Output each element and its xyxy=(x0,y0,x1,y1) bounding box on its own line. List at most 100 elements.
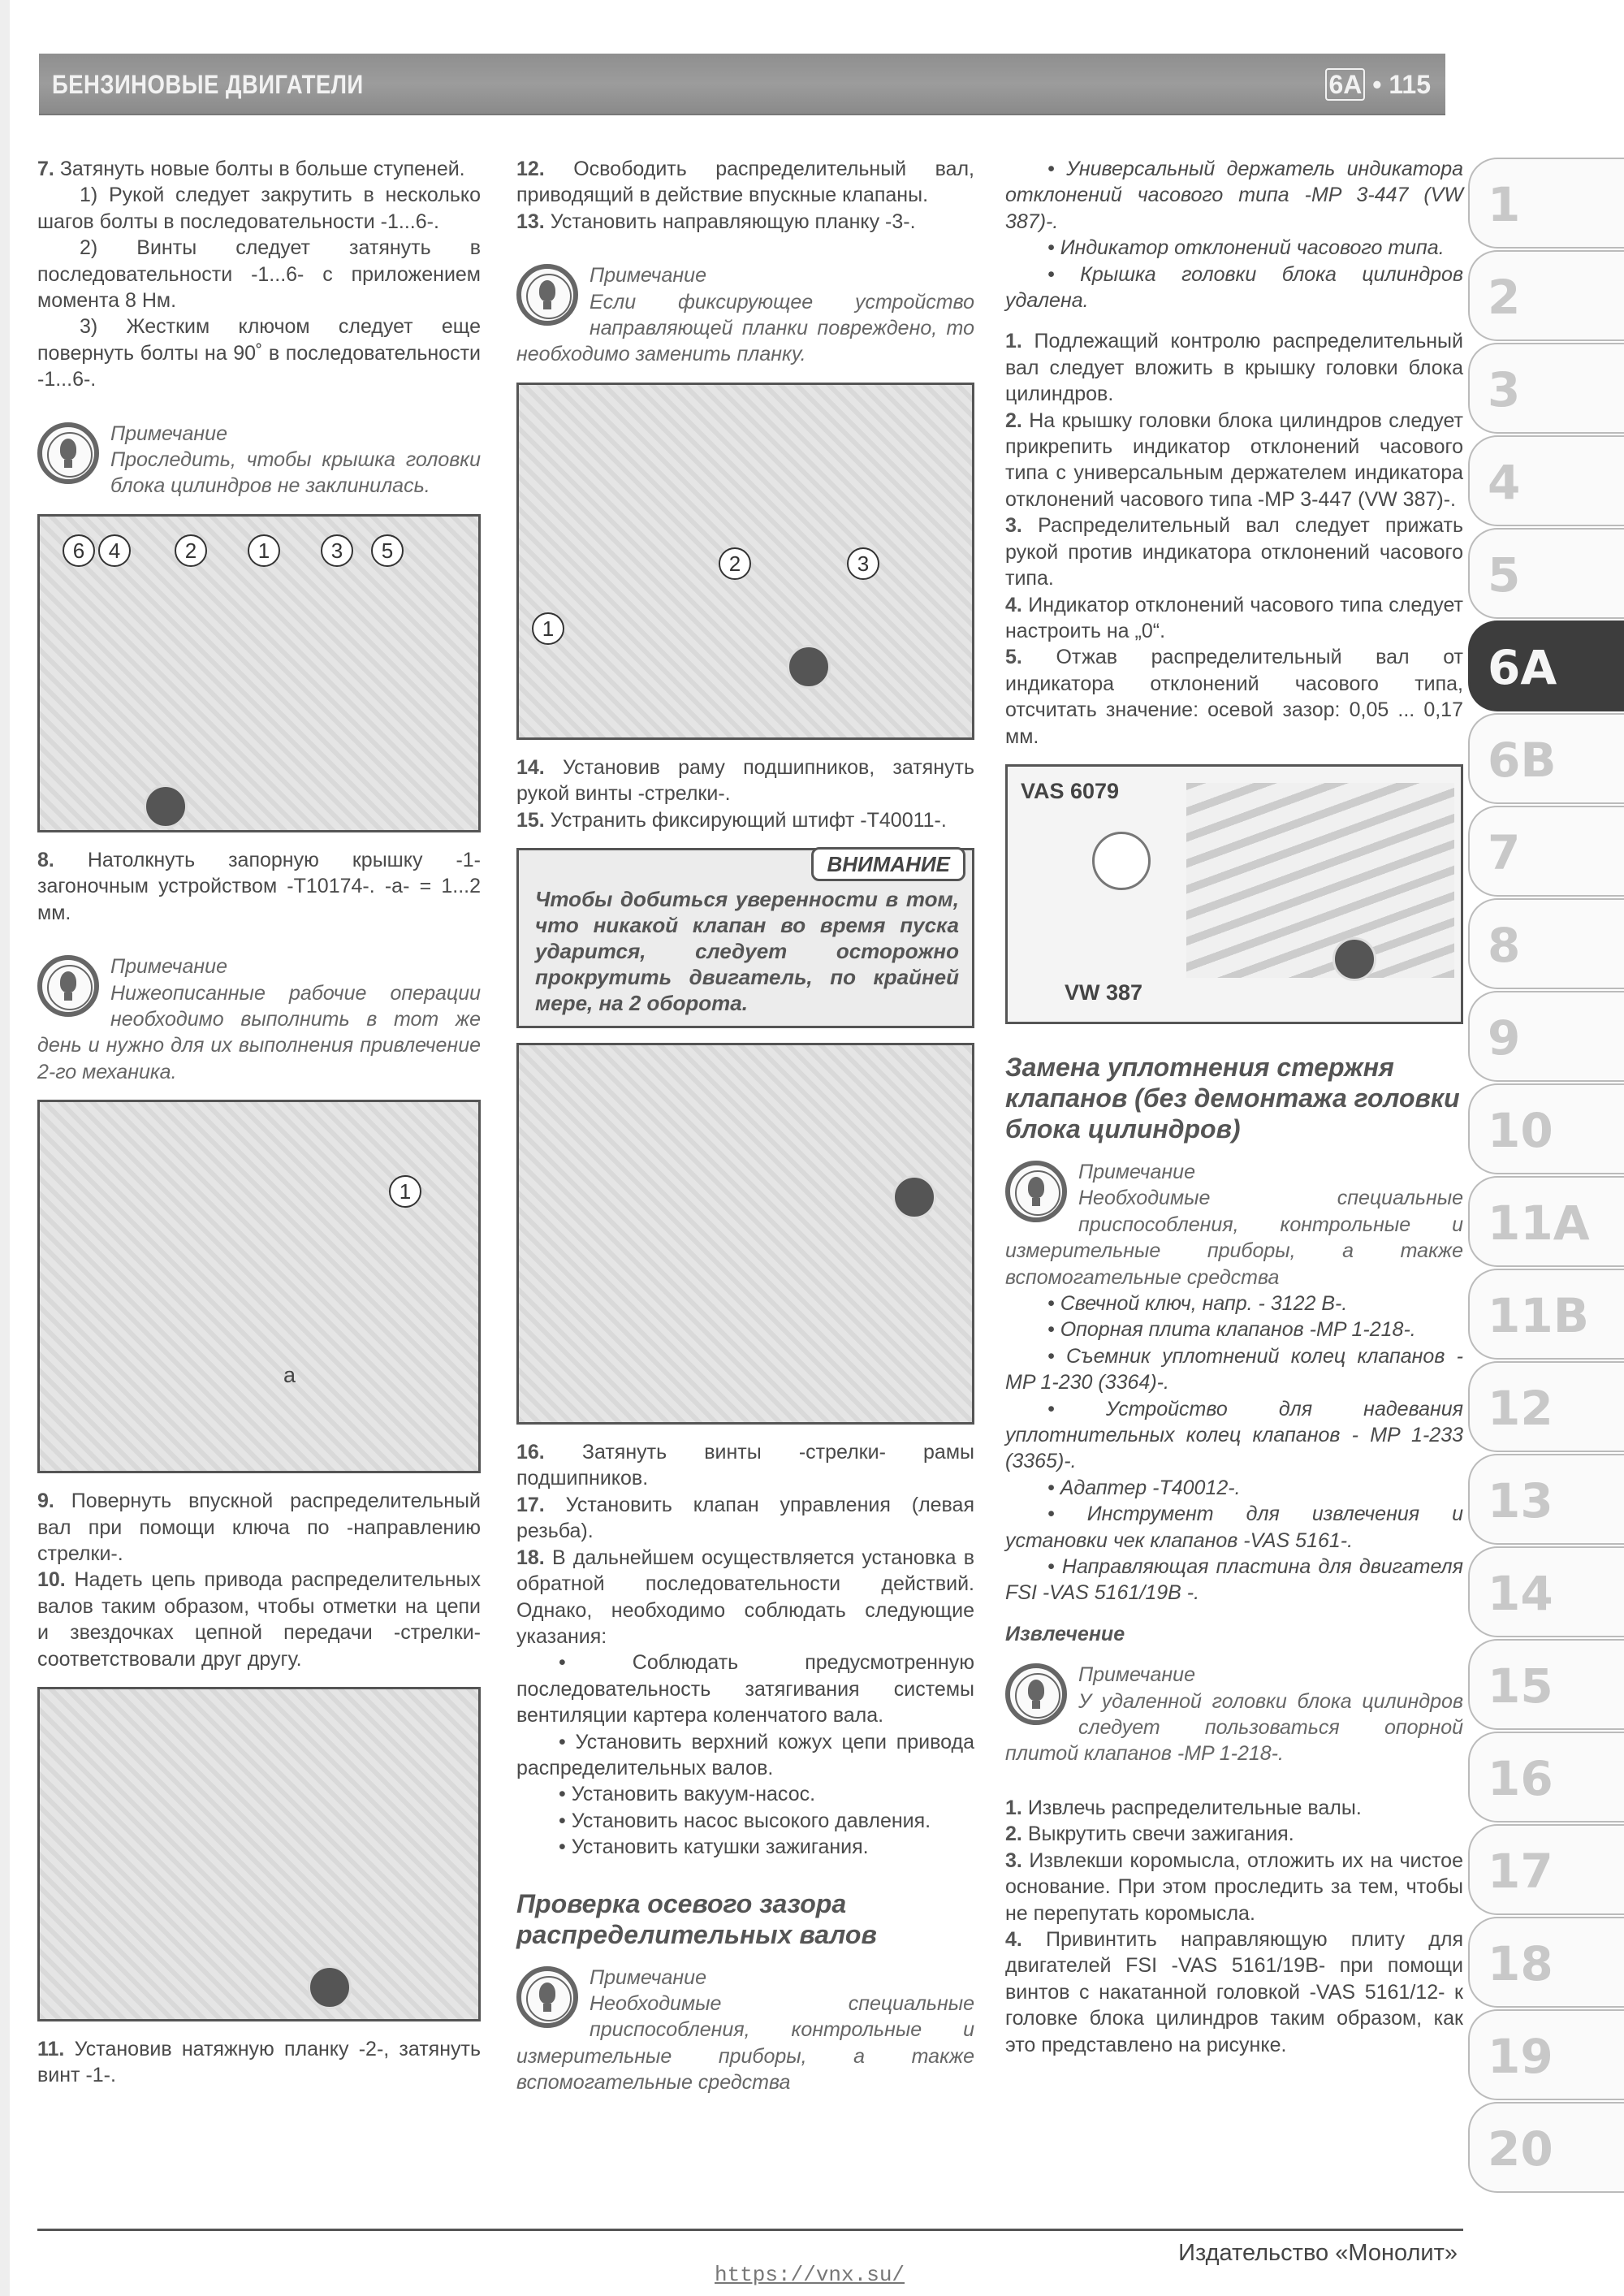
chapter-tab-6a[interactable]: 6A xyxy=(1468,620,1624,711)
chapter-tab-16[interactable]: 16 xyxy=(1468,1732,1624,1823)
step-7-sub-2: 2) Винты следует затянуть в последовател… xyxy=(37,236,481,313)
step-14: 14. Установив раму подшипников, затянуть… xyxy=(516,755,974,806)
step-7-sub-3: 3) Жестким ключом следует еще повернуть … xyxy=(37,315,481,391)
callout-1: 1 xyxy=(532,612,564,645)
step-15: 15. Устранить фиксирующий штифт -T40011-… xyxy=(516,808,947,832)
note-title: Примечание xyxy=(590,264,706,288)
chapter-tab-8[interactable]: 8 xyxy=(1468,898,1624,989)
callout-6: 6 xyxy=(63,534,95,567)
chapter-tabs: 1 2 3 4 5 6A 6B 7 8 9 10 11A 11B 12 13 1… xyxy=(1468,158,1624,2194)
note-3: Примечание Если фиксирующее устройство н… xyxy=(516,262,974,368)
callout-5: 5 xyxy=(371,534,404,567)
chapter-tab-13[interactable]: 13 xyxy=(1468,1454,1624,1545)
figure-bearing-frame xyxy=(516,1043,974,1425)
chapter-tab-10[interactable]: 10 xyxy=(1468,1083,1624,1174)
tool-item: • Опорная плита клапанов -MP 1-218-. xyxy=(1047,1318,1416,1342)
step-16: 16. Затянуть винты -стрелки- рамы подшип… xyxy=(516,1441,974,1490)
tool-item: • Адаптер -T40012-. xyxy=(1047,1476,1241,1499)
step-7: 7. Затянуть новые болты в больше ступене… xyxy=(37,158,465,180)
callout-3: 3 xyxy=(847,547,879,580)
tool-item: • Инструмент для извлечения и установки … xyxy=(1005,1503,1463,1552)
label-vw-387: VW 387 xyxy=(1065,979,1143,1005)
removal-step-3: 3. Извлекши коромысла, отложить их на чи… xyxy=(1005,1848,1463,1925)
step-10: 10. Надеть цепь привода распределительны… xyxy=(37,1568,481,1671)
note-title: Примечание xyxy=(1078,1663,1195,1687)
bullet-item: • Установить вакуум-насос. xyxy=(559,1783,816,1806)
note-text: Нижеописанные рабочие операции необходим… xyxy=(37,981,481,1083)
chapter-tab-9[interactable]: 9 xyxy=(1468,991,1624,1082)
check-step-2: 2. На крышку головки блока цилиндров сле… xyxy=(1005,409,1463,511)
tool-item: • Направляющая пластина для двигателя FS… xyxy=(1005,1555,1463,1605)
lightbulb-icon xyxy=(1005,1160,1067,1222)
publisher-logo-icon xyxy=(308,1965,352,2009)
publisher-logo-icon xyxy=(1332,936,1376,981)
chapter-tab-14[interactable]: 14 xyxy=(1468,1546,1624,1637)
tool-item: • Индикатор отклонений часового типа. xyxy=(1047,236,1445,260)
tool-item: • Съемник уплотнений колец клапанов -MP … xyxy=(1005,1344,1463,1394)
chapter-label: 6A xyxy=(1325,68,1366,101)
chapter-tab-12[interactable]: 12 xyxy=(1468,1361,1624,1452)
note-1: Примечание Проследить, чтобы крышка голо… xyxy=(37,421,481,499)
warning-tag: ВНИМАНИЕ xyxy=(811,847,965,882)
dial-gauge-icon xyxy=(1092,831,1151,890)
chapter-tab-18[interactable]: 18 xyxy=(1468,1917,1624,2008)
chapter-tab-7[interactable]: 7 xyxy=(1468,806,1624,897)
figure-timing-chain xyxy=(37,1686,481,2021)
note-title: Примечание xyxy=(1078,1160,1195,1183)
figure-cap-install: 1 a xyxy=(37,1100,481,1474)
chapter-tab-11a[interactable]: 11A xyxy=(1468,1176,1624,1267)
chapter-tab-3[interactable]: 3 xyxy=(1468,343,1624,434)
footer-rule xyxy=(37,2229,1463,2231)
chapter-tab-11b[interactable]: 11B xyxy=(1468,1269,1624,1360)
chapter-tab-4[interactable]: 4 xyxy=(1468,435,1624,526)
lightbulb-icon xyxy=(37,955,99,1018)
note-title: Примечание xyxy=(110,422,227,445)
chapter-tab-15[interactable]: 15 xyxy=(1468,1639,1624,1730)
separator: • xyxy=(1372,70,1382,99)
page-number: 115 xyxy=(1389,70,1431,99)
callout-2: 2 xyxy=(175,534,207,567)
tool-item: • Крышка головки блока цилиндров удалена… xyxy=(1005,262,1463,313)
subheading-removal: Извлечение xyxy=(1005,1622,1125,1645)
note-text: Проследить, чтобы крышка головки блока ц… xyxy=(110,448,481,498)
step-13: 13. Установить направляющую планку -3-. xyxy=(516,210,916,233)
chapter-tab-1[interactable]: 1 xyxy=(1468,158,1624,249)
bullet-item: • Установить насос высокого давления. xyxy=(559,1809,931,1832)
step-18: 18. В дальнейшем осуществляется установк… xyxy=(516,1546,974,1648)
removal-step-2: 2. Выкрутить свечи зажигания. xyxy=(1005,1823,1294,1846)
publisher-logo-icon xyxy=(787,644,831,689)
figure-guide-rail: 1 2 3 xyxy=(516,382,974,740)
callout-2: 2 xyxy=(719,547,751,580)
note-2: Примечание Нижеописанные рабочие операци… xyxy=(37,953,481,1085)
callout-4: 4 xyxy=(98,534,131,567)
note-text: У удаленной головки блока цилиндров след… xyxy=(1005,1689,1463,1766)
chapter-tab-2[interactable]: 2 xyxy=(1468,250,1624,341)
chapter-tab-17[interactable]: 17 xyxy=(1468,1824,1624,1915)
chapter-tab-5[interactable]: 5 xyxy=(1468,528,1624,619)
note-text: Необходимые специальные приспособления, … xyxy=(516,1991,974,2095)
note-text: Если фиксирующее устройство направляющей… xyxy=(516,290,974,366)
lightbulb-icon xyxy=(516,264,578,326)
publisher-logo-icon xyxy=(892,1175,936,1220)
check-step-4: 4. Индикатор отклонений часового типа сл… xyxy=(1005,593,1463,642)
running-header: БЕНЗИНОВЫЕ ДВИГАТЕЛИ 6A • 115 xyxy=(39,54,1445,115)
figure-bolt-sequence: 6 4 2 1 3 5 xyxy=(37,513,481,832)
note-title: Примечание xyxy=(590,1965,706,1989)
step-17: 17. Установить клапан управления (левая … xyxy=(516,1493,975,1543)
label-vas-6079: VAS 6079 xyxy=(1021,778,1120,803)
step-11: 11. Установив натяжную планку -2-, затян… xyxy=(37,2037,482,2087)
chapter-tab-6b[interactable]: 6B xyxy=(1468,713,1624,804)
section-heading: Замена уплотнения стержня клапанов (без … xyxy=(1005,1052,1460,1144)
chapter-tab-19[interactable]: 19 xyxy=(1468,2009,1624,2100)
publisher-logo-icon xyxy=(144,784,188,828)
check-step-3: 3. Распределительный вал следует прижать… xyxy=(1005,514,1463,590)
page-edge xyxy=(0,0,10,2296)
removal-step-4: 4. Привинтить направляющую плиту для дви… xyxy=(1005,1927,1464,2056)
step-12: 12. Освободить распределительный вал, пр… xyxy=(516,158,975,207)
lightbulb-icon xyxy=(1005,1663,1067,1726)
chapter-tab-20[interactable]: 20 xyxy=(1468,2102,1624,2193)
bullet-item: • Установить катушки зажигания. xyxy=(559,1836,869,1859)
source-link[interactable]: https://vnx.su/ xyxy=(715,2263,905,2287)
lightbulb-icon xyxy=(516,1965,578,2028)
camshaft-drawing xyxy=(1186,782,1454,978)
